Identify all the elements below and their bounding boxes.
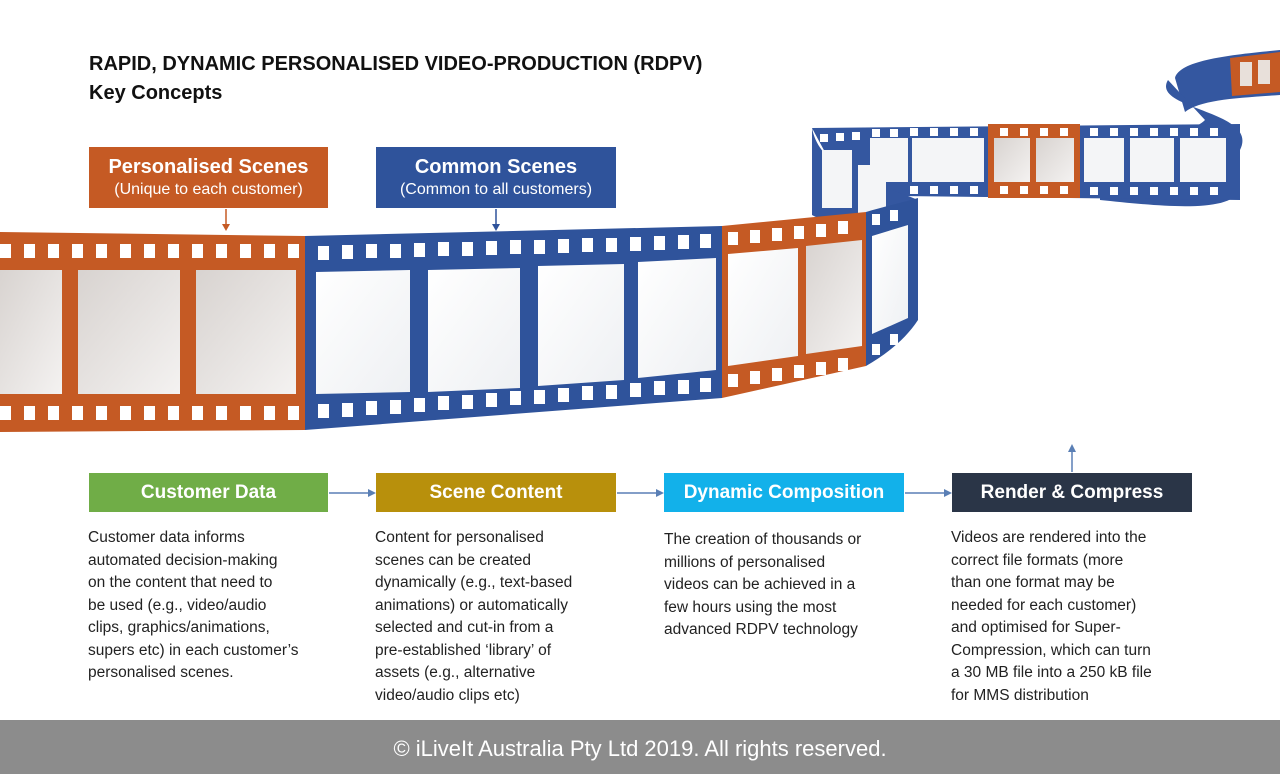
dynamic-composition-description: The creation of thousands or millions of… bbox=[664, 529, 899, 642]
desc-line: automated decision-making bbox=[88, 551, 278, 569]
desc-line: Videos are rendered into the bbox=[951, 529, 1147, 546]
common-scenes-subtitle: (Common to all customers) bbox=[399, 181, 593, 198]
desc-line: pre-established ‘library’ of bbox=[375, 641, 552, 659]
film-strip-graphic bbox=[0, 50, 1280, 432]
desc-line: be used (e.g., video/audio bbox=[88, 596, 267, 614]
desc-line: needed for each customer) bbox=[951, 596, 1137, 614]
desc-line: dynamically (e.g., text-based bbox=[375, 574, 573, 591]
desc-line: personalised scenes. bbox=[88, 664, 234, 681]
desc-line: selected and cut-in from a bbox=[375, 619, 554, 636]
desc-line: on the content that need to bbox=[88, 574, 273, 591]
personalised-scenes-label: Personalised Scenes (Unique to each cust… bbox=[89, 147, 328, 208]
scene-content-description: Content for personalised scenes can be c… bbox=[375, 527, 620, 707]
copyright-footer: © iLiveIt Australia Pty Ltd 2019. All ri… bbox=[0, 720, 1280, 774]
desc-line: clips, graphics/animations, bbox=[88, 619, 270, 636]
desc-line: Content for personalised bbox=[375, 529, 544, 546]
desc-line: videos can be achieved in a bbox=[664, 576, 856, 593]
stage-dynamic-composition: Dynamic Composition bbox=[664, 473, 904, 512]
page-title: RAPID, DYNAMIC PERSONALISED VIDEO-PRODUC… bbox=[89, 50, 702, 108]
common-scenes-title: Common Scenes bbox=[414, 156, 578, 178]
desc-line: scenes can be created bbox=[375, 551, 531, 569]
desc-line: than one format may be bbox=[951, 574, 1115, 591]
stage-render-compress: Render & Compress bbox=[952, 473, 1192, 512]
render-compress-description: Videos are rendered into the correct fil… bbox=[951, 527, 1191, 707]
desc-line: video/audio clips etc) bbox=[375, 686, 520, 704]
desc-line: few hours using the most bbox=[664, 598, 837, 616]
common-pointer-arrow bbox=[492, 209, 500, 231]
title-line-main: RAPID, DYNAMIC PERSONALISED VIDEO-PRODUC… bbox=[89, 53, 703, 75]
personalised-scenes-subtitle: (Unique to each customer) bbox=[114, 181, 303, 198]
label-pointer-arrows bbox=[222, 209, 230, 231]
desc-line: assets (e.g., alternative bbox=[375, 664, 536, 681]
film-strip-middle-section bbox=[812, 124, 1240, 250]
desc-line: millions of personalised bbox=[664, 553, 826, 571]
desc-line: Customer data informs bbox=[88, 529, 245, 546]
stage-scene-content: Scene Content bbox=[376, 473, 616, 512]
desc-line: The creation of thousands or bbox=[664, 531, 862, 548]
desc-line: advanced RDPV technology bbox=[664, 621, 858, 638]
stage-customer-data: Customer Data bbox=[89, 473, 328, 512]
desc-line: for MMS distribution bbox=[951, 686, 1089, 704]
desc-line: and optimised for Super- bbox=[951, 619, 1121, 636]
desc-line: a 30 MB file into a 250 kB file bbox=[951, 664, 1152, 681]
film-strip-front-section bbox=[0, 128, 1218, 432]
desc-line: correct file formats (more bbox=[951, 551, 1124, 569]
customer-data-description: Customer data informs automated decision… bbox=[88, 527, 333, 685]
title-line-sub: Key Concepts bbox=[89, 82, 223, 104]
common-scenes-label: Common Scenes (Common to all customers) bbox=[376, 147, 616, 208]
personalised-scenes-title: Personalised Scenes bbox=[108, 156, 309, 178]
desc-line: Compression, which can turn bbox=[951, 641, 1151, 659]
desc-line: supers etc) in each customer’s bbox=[88, 641, 299, 659]
desc-line: animations) or automatically bbox=[375, 596, 568, 614]
